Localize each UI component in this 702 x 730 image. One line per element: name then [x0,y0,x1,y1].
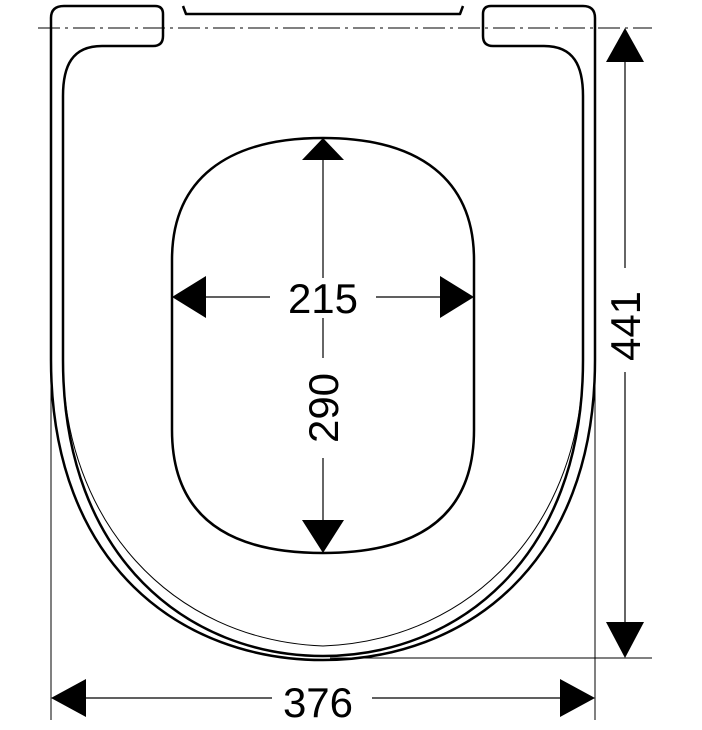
arrowhead-right [440,276,474,318]
opening-width-label: 215 [288,275,358,322]
arrowhead-down [606,622,644,658]
opening-length-dimension: 290 [300,138,347,553]
length-dimension: 441 [602,28,649,658]
hinge-plate [181,5,465,16]
arrowhead-up [606,28,644,62]
opening-width-dimension: 215 [172,275,474,322]
arrowhead-right [560,679,595,717]
overall-length-label: 441 [602,291,649,361]
overall-width-label: 376 [283,679,353,726]
arrowhead-down [302,520,344,553]
width-dimension: 376 [51,679,595,726]
arrowhead-left [51,679,86,717]
arrowhead-up [302,138,344,160]
seat-inner-edge [62,96,584,647]
opening-length-label: 290 [300,373,347,443]
arrowhead-left [172,276,206,318]
seat-outer-outline [49,4,597,662]
